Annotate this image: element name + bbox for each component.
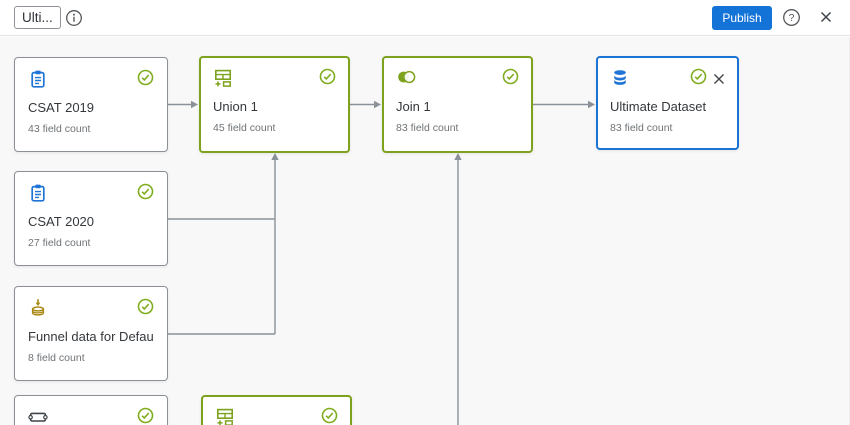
edges-layer <box>168 100 595 425</box>
node-field-count: 27 field count <box>28 237 91 249</box>
node-field-count: 83 field count <box>396 122 459 134</box>
node-ultimate-dataset[interactable]: Ultimate Dataset 83 field count <box>596 56 739 150</box>
node-field-count: 45 field count <box>213 122 276 134</box>
node-union-2[interactable] <box>201 395 352 425</box>
dataset-name-text: Ulti... <box>22 10 53 25</box>
dataset-name-field[interactable]: Ulti... <box>14 6 61 29</box>
node-join-1[interactable]: Join 1 83 field count <box>382 56 533 153</box>
node-title: Funnel data for Defau... <box>28 329 154 344</box>
svg-text:?: ? <box>789 12 795 24</box>
node-field-count: 83 field count <box>610 122 673 134</box>
database-icon <box>610 68 630 93</box>
status-check-icon <box>137 69 154 91</box>
node-title: Union 1 <box>213 99 258 114</box>
node-title: CSAT 2019 <box>28 100 95 115</box>
status-check-icon <box>319 68 336 90</box>
node-ticket-source[interactable] <box>14 395 168 425</box>
funnel-import-icon <box>28 298 48 323</box>
survey-icon <box>28 183 48 208</box>
status-check-icon <box>502 68 519 90</box>
status-check-icon <box>137 183 154 205</box>
node-field-count: 8 field count <box>28 352 85 364</box>
status-check-icon <box>137 298 154 320</box>
toolbar: Ulti... Publish ? <box>0 0 850 36</box>
help-circle-icon[interactable]: ? <box>782 8 801 27</box>
status-check-icon <box>321 407 338 425</box>
survey-icon <box>28 69 48 94</box>
info-circle-icon[interactable] <box>65 9 83 27</box>
ticket-icon <box>28 407 48 425</box>
edge-funnel-union1 <box>168 160 276 335</box>
status-check-icon <box>690 68 707 90</box>
status-check-icon <box>137 407 154 425</box>
node-field-count: 43 field count <box>28 123 91 135</box>
flow-canvas[interactable]: CSAT 2019 43 field count Union 1 45 fiel… <box>0 37 850 425</box>
node-title: Join 1 <box>396 99 431 114</box>
node-funnel-data[interactable]: Funnel data for Defau... 8 field count <box>14 286 168 381</box>
close-icon[interactable] <box>819 10 833 24</box>
publish-button[interactable]: Publish <box>712 6 772 30</box>
node-csat-2020[interactable]: CSAT 2020 27 field count <box>14 171 168 266</box>
union-icon <box>215 407 235 425</box>
node-union-1[interactable]: Union 1 45 field count <box>199 56 350 153</box>
node-csat-2019[interactable]: CSAT 2019 43 field count <box>14 57 168 152</box>
node-title: Ultimate Dataset <box>610 99 707 114</box>
remove-node-icon[interactable] <box>713 73 725 85</box>
union-icon <box>213 68 233 93</box>
node-title: CSAT 2020 <box>28 214 95 229</box>
join-icon <box>396 68 417 93</box>
